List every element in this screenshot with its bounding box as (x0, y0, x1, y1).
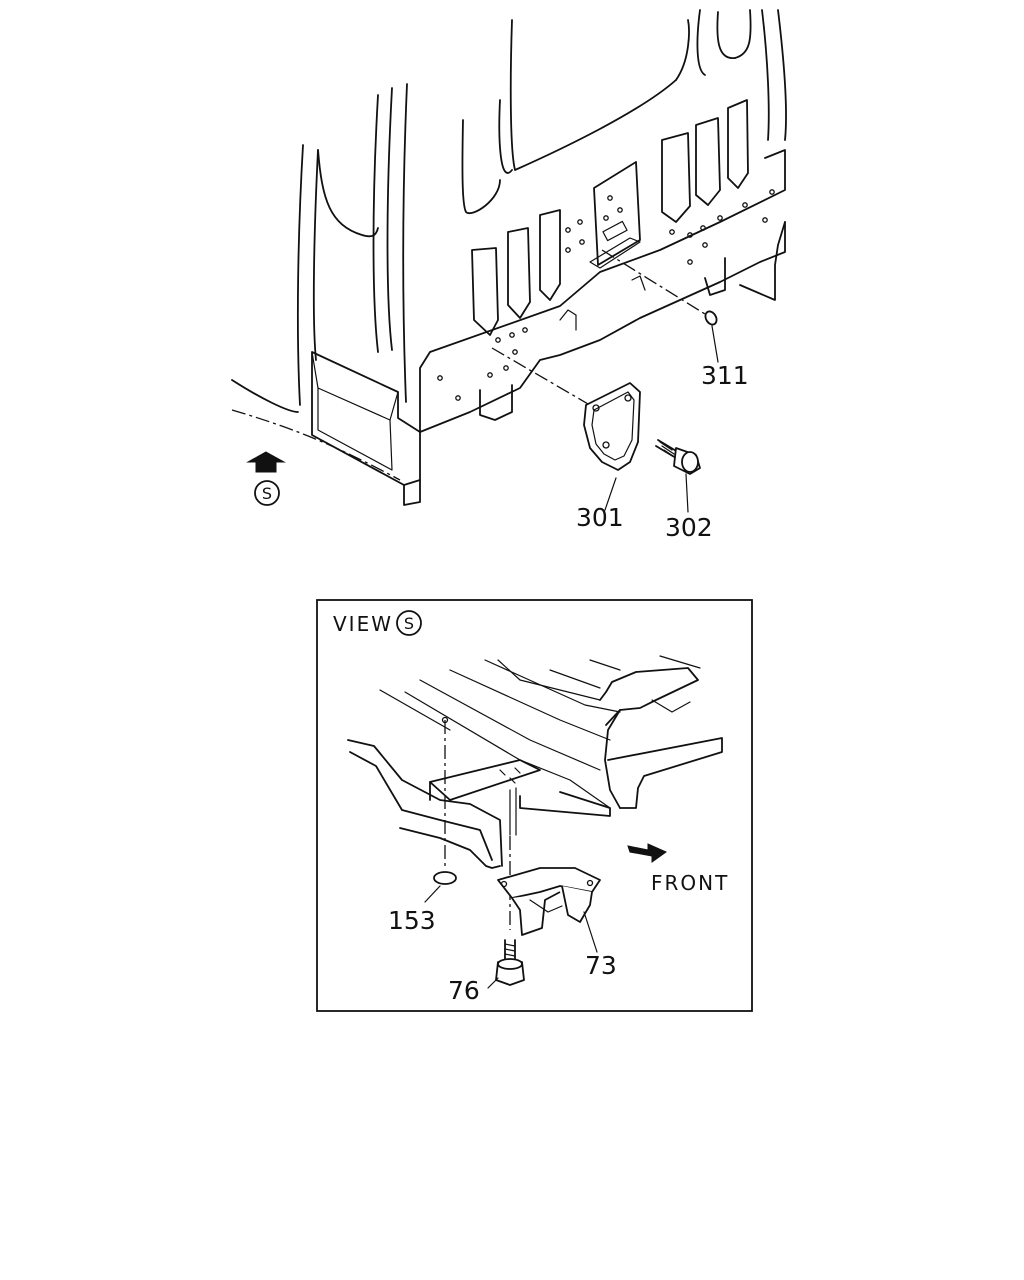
underbody-structure (347, 655, 723, 869)
part-76-bolt (487, 939, 525, 989)
part-311-grommet (704, 310, 719, 363)
inset-view-label: VIEW (333, 612, 393, 636)
view-s-inset: VIEW S (316, 599, 753, 1012)
callout-153: 153 (388, 906, 436, 935)
callout-73: 73 (585, 951, 617, 980)
inset-view-circle (396, 610, 422, 636)
view-direction-arrow: S (246, 451, 286, 506)
inset-view-letter: S (404, 614, 414, 633)
callout-302: 302 (665, 513, 713, 542)
part-302-bolt (655, 439, 701, 513)
callout-76: 76 (448, 976, 480, 1005)
callout-311: 311 (701, 361, 749, 390)
part-301-bracket (583, 382, 641, 511)
callout-301: 301 (576, 503, 624, 532)
cab-body-illustration (231, 9, 787, 506)
front-label: FRONT (651, 871, 729, 895)
mounting-holes (437, 189, 775, 401)
inset-frame (316, 599, 753, 1012)
part-73-bracket (497, 867, 601, 953)
front-direction-arrow: FRONT (627, 843, 729, 895)
part-153-grommet (424, 871, 457, 903)
view-marker-letter: S (262, 484, 272, 503)
